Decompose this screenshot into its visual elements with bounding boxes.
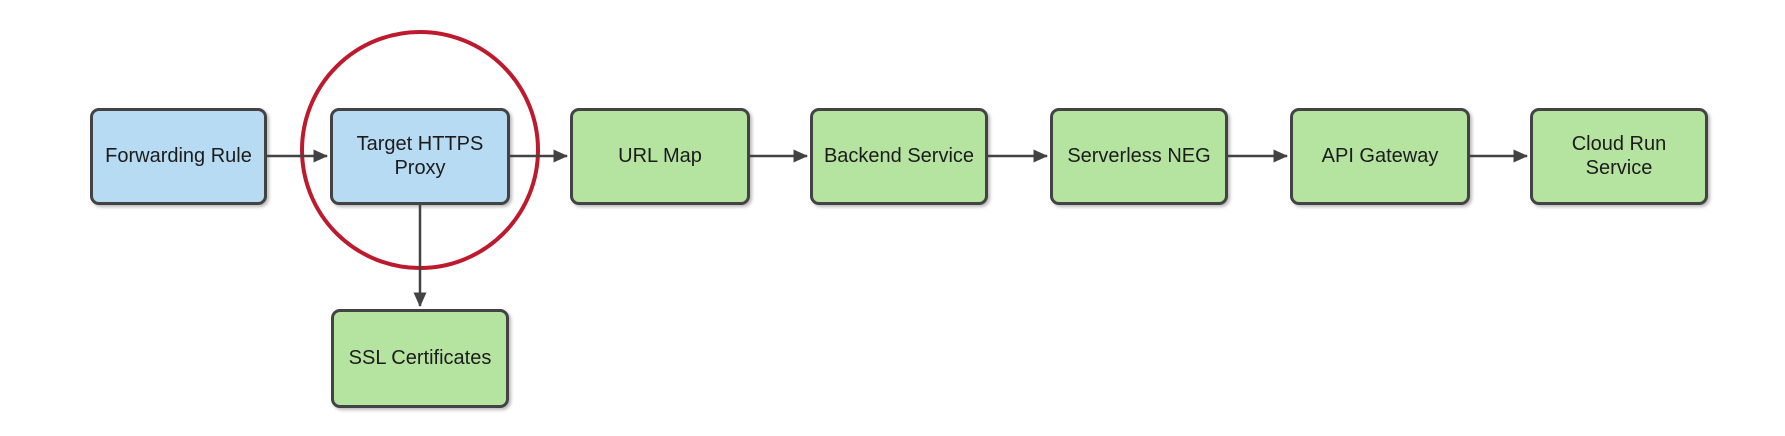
node-api-gateway: API Gateway: [1290, 108, 1470, 205]
node-serverless-neg: Serverless NEG: [1050, 108, 1228, 205]
node-url-map: URL Map: [570, 108, 750, 205]
node-cloud-run-service: Cloud Run Service: [1530, 108, 1708, 205]
node-backend-service: Backend Service: [810, 108, 988, 205]
node-target-https-proxy: Target HTTPS Proxy: [330, 108, 510, 205]
node-forwarding-rule: Forwarding Rule: [90, 108, 267, 205]
node-ssl-certificates: SSL Certificates: [331, 309, 509, 408]
